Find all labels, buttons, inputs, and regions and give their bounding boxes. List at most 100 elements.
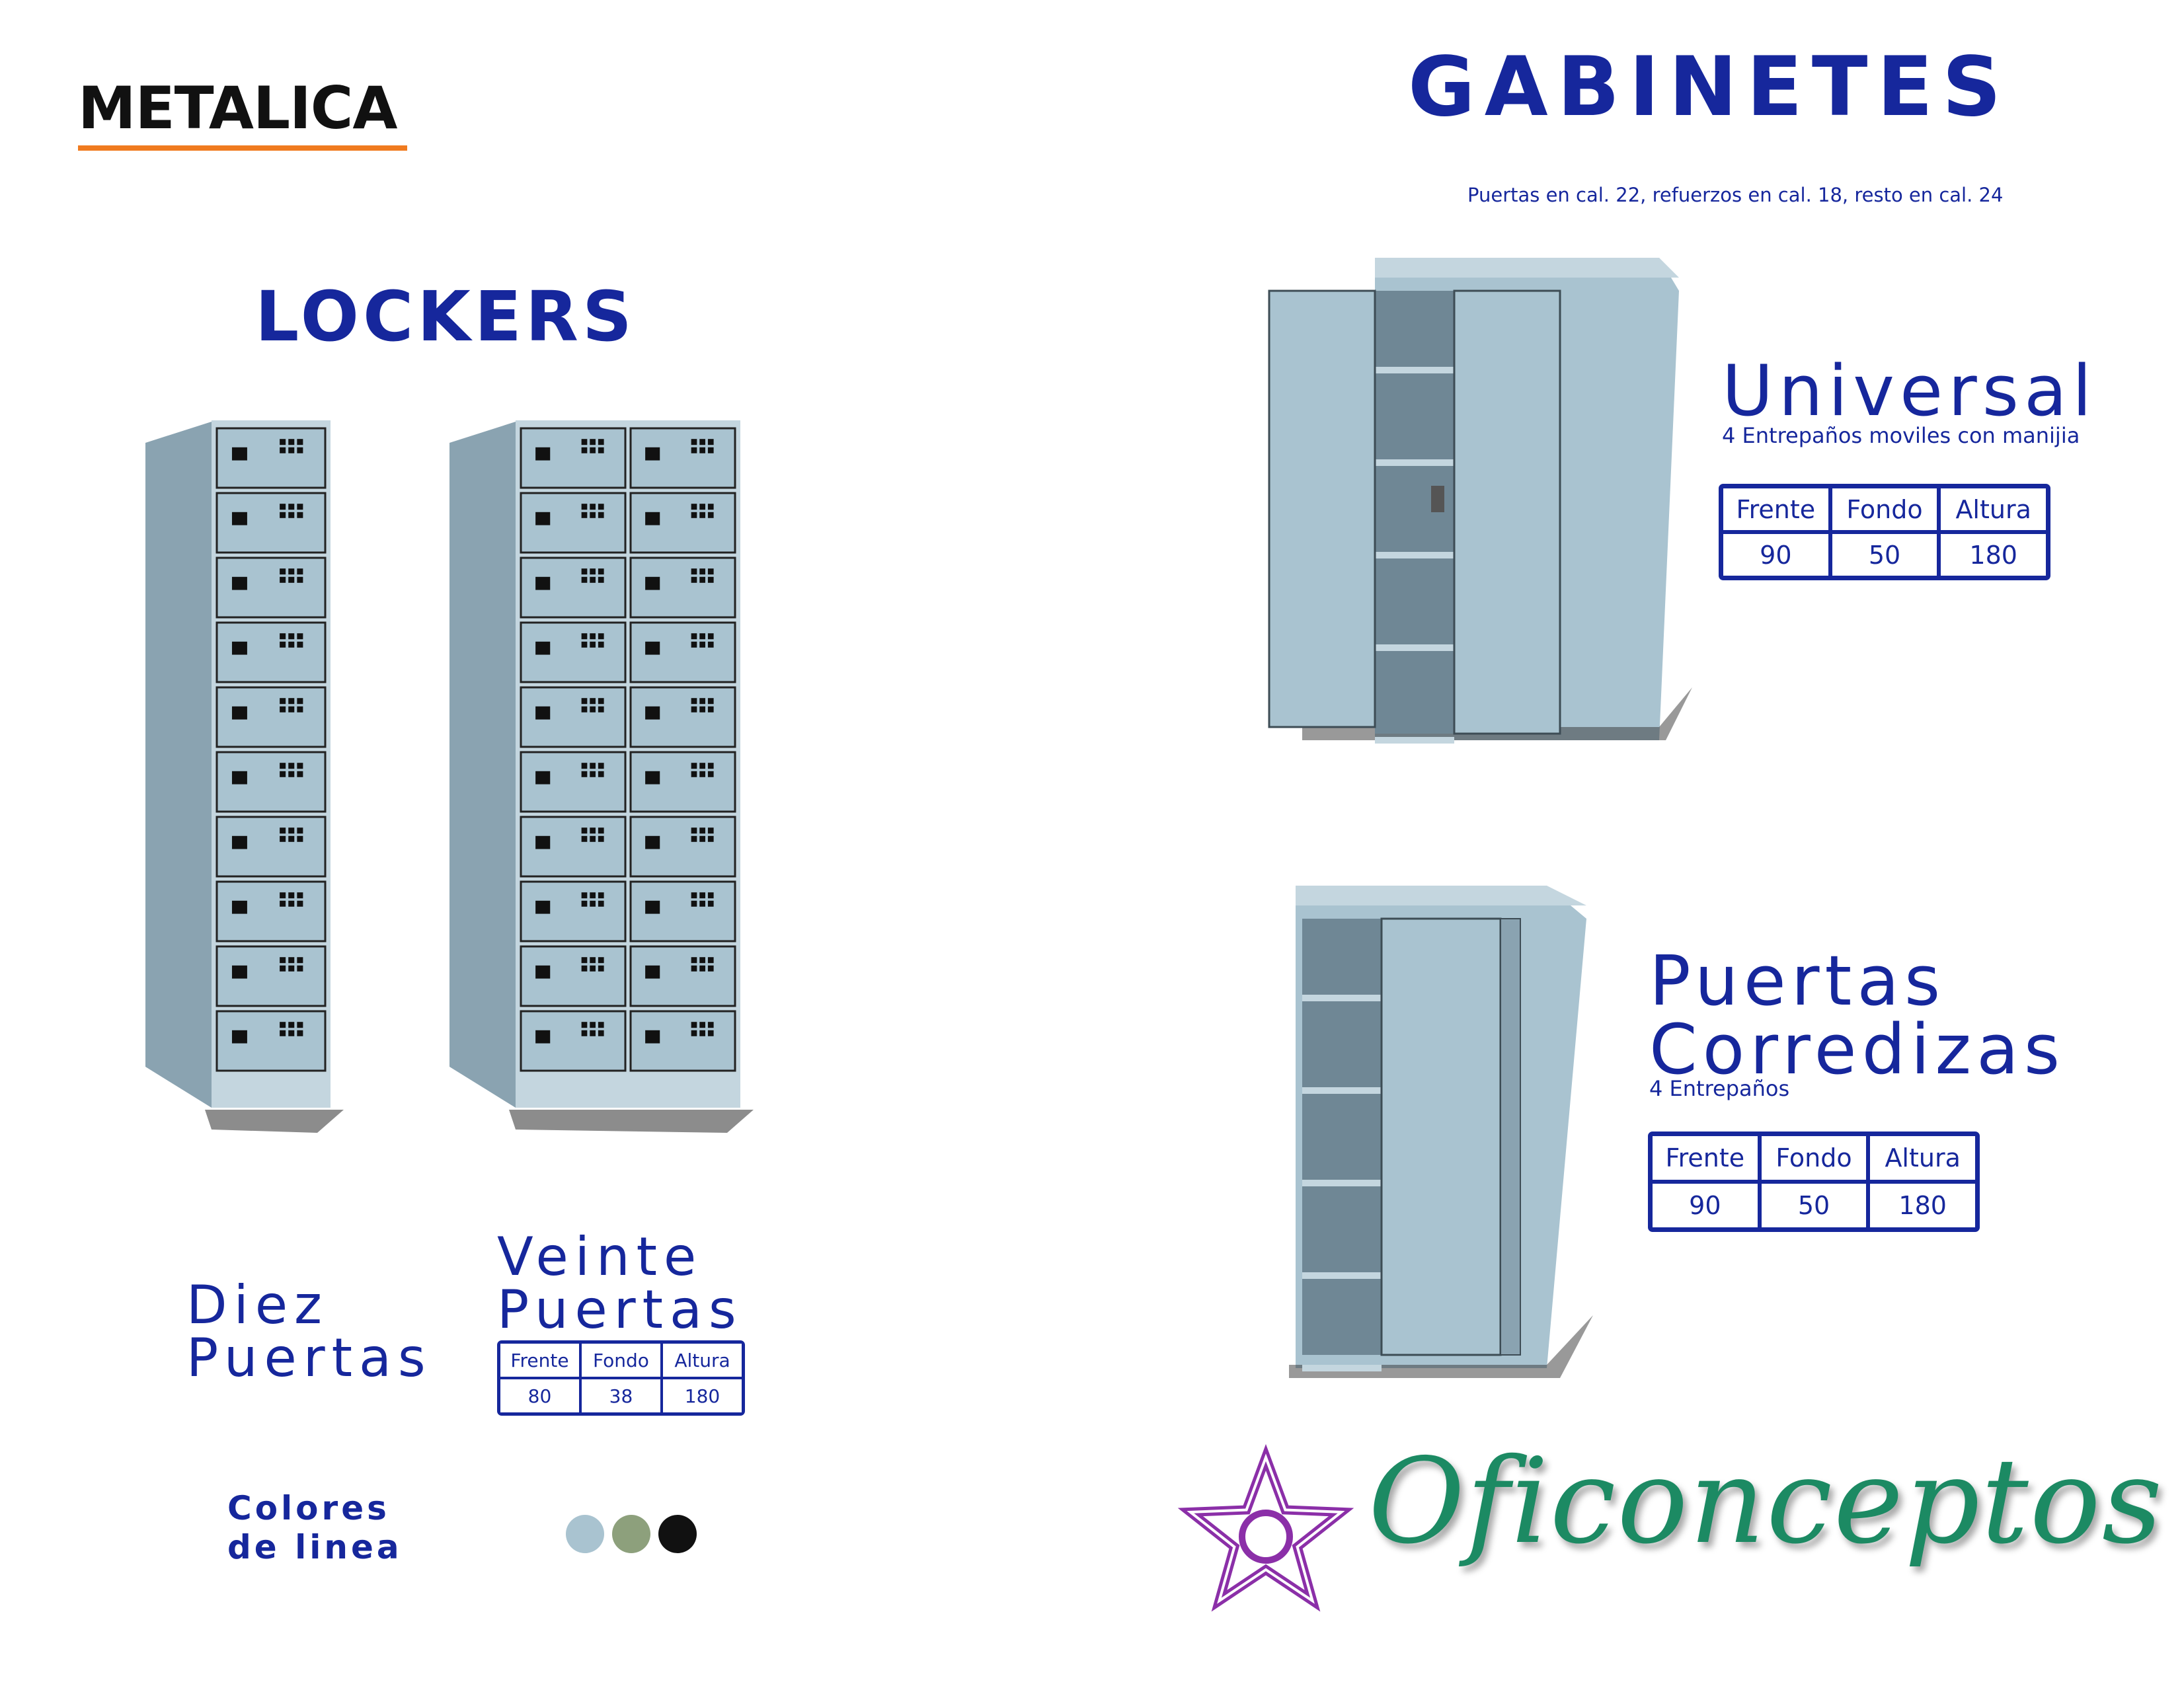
locker-lock-icon: [535, 771, 551, 785]
veinte-puertas-label: Veinte Puertas: [497, 1231, 743, 1336]
keypad-icon: [691, 706, 697, 712]
colores-line2: de linea: [227, 1527, 403, 1566]
keypad-icon: [598, 504, 604, 510]
keypad-icon: [581, 1022, 588, 1028]
keypad-icon: [280, 641, 286, 648]
keypad-icon: [590, 698, 596, 705]
dim-header-frente: Frente: [500, 1344, 579, 1377]
keypad-icon: [691, 900, 697, 907]
keypad-icon: [581, 698, 588, 705]
keypad-icon: [691, 439, 697, 445]
locker-lock-icon: [645, 512, 660, 525]
keypad-icon: [288, 439, 295, 445]
keypad-icon: [707, 957, 714, 964]
spec-note: Puertas en cal. 22, refuerzos en cal. 18…: [1467, 184, 2004, 206]
diez-puertas-label: Diez Puertas: [186, 1279, 432, 1385]
keypad-icon: [280, 633, 286, 640]
keypad-icon: [297, 957, 303, 964]
brand-title: METALICA: [78, 74, 397, 142]
keypad-icon: [598, 568, 604, 575]
keypad-icon: [699, 633, 705, 640]
keypad-icon: [707, 633, 714, 640]
keypad-icon: [590, 763, 596, 769]
keypad-icon: [707, 763, 714, 769]
keypad-icon: [699, 900, 705, 907]
cabinet-shelf: [1375, 552, 1454, 558]
keypad-icon: [598, 827, 604, 834]
keypad-icon: [707, 698, 714, 705]
dim-value-altura: 180: [1870, 1184, 1975, 1227]
locker-lock-icon: [231, 835, 247, 849]
keypad-icon: [297, 512, 303, 518]
color-swatch-light-blue: [566, 1515, 604, 1553]
keypad-icon: [707, 447, 714, 453]
locker-lock-icon: [535, 447, 551, 461]
keypad-icon: [288, 698, 295, 705]
cabinet-top: [1296, 886, 1586, 905]
locker-lock-icon: [231, 512, 247, 525]
right-door: [1453, 289, 1561, 735]
keypad-icon: [581, 641, 588, 648]
keypad-icon: [590, 504, 596, 510]
colores-label: Colores de linea: [227, 1489, 403, 1566]
color-swatch-olive: [612, 1515, 650, 1553]
diez-line2: Puertas: [186, 1327, 432, 1389]
cabinet-shelf: [1375, 459, 1454, 466]
keypad-icon: [707, 835, 714, 842]
keypad-icon: [707, 641, 714, 648]
keypad-icon: [288, 1022, 295, 1028]
keypad-icon: [297, 827, 303, 834]
dim-header-fondo: Fondo: [1832, 488, 1937, 530]
corredizas-dimensions-table: Frente Fondo Altura 90 50 180: [1648, 1132, 1980, 1232]
keypad-icon: [598, 835, 604, 842]
keypad-icon: [297, 706, 303, 712]
keypad-icon: [598, 576, 604, 583]
keypad-icon: [598, 771, 604, 777]
locker-lock-icon: [231, 447, 247, 461]
keypad-icon: [581, 835, 588, 842]
keypad-icon: [280, 439, 286, 445]
keypad-icon: [691, 957, 697, 964]
keypad-icon: [297, 576, 303, 583]
keypad-icon: [280, 576, 286, 583]
keypad-icon: [590, 900, 596, 907]
keypad-icon: [288, 892, 295, 899]
keypad-icon: [280, 900, 286, 907]
keypad-icon: [707, 439, 714, 445]
keypad-icon: [699, 706, 705, 712]
keypad-icon: [691, 1022, 697, 1028]
keypad-icon: [590, 1022, 596, 1028]
keypad-icon: [598, 698, 604, 705]
keypad-icon: [280, 771, 286, 777]
dim-value-frente: 90: [1653, 1184, 1758, 1227]
keypad-icon: [297, 633, 303, 640]
keypad-icon: [581, 512, 588, 518]
locker-side-panel: [449, 422, 516, 1108]
star-logo-icon: [1177, 1443, 1354, 1612]
keypad-icon: [581, 576, 588, 583]
locker-lock-icon: [535, 965, 551, 979]
sliding-door: [1380, 917, 1502, 1356]
universal-cabinet-illustration: [1268, 258, 1692, 744]
keypad-icon: [691, 698, 697, 705]
locker-lock-icon: [645, 835, 660, 849]
keypad-icon: [691, 504, 697, 510]
keypad-icon: [707, 1030, 714, 1036]
keypad-icon: [699, 957, 705, 964]
keypad-icon: [288, 576, 295, 583]
keypad-icon: [288, 706, 295, 712]
keypad-icon: [691, 965, 697, 972]
locker-side-panel: [145, 422, 212, 1108]
locker-lock-icon: [645, 771, 660, 785]
locker-lock-icon: [645, 706, 660, 720]
cabinet-shadow: [1289, 1315, 1593, 1378]
keypad-icon: [297, 965, 303, 972]
keypad-icon: [297, 568, 303, 575]
lock-icon: [1431, 486, 1444, 512]
keypad-icon: [297, 641, 303, 648]
keypad-icon: [707, 576, 714, 583]
colores-line1: Colores: [227, 1489, 390, 1527]
locker-lock-icon: [535, 835, 551, 849]
universal-dimensions-table: Frente Fondo Altura 90 50 180: [1719, 484, 2050, 580]
keypad-icon: [297, 771, 303, 777]
